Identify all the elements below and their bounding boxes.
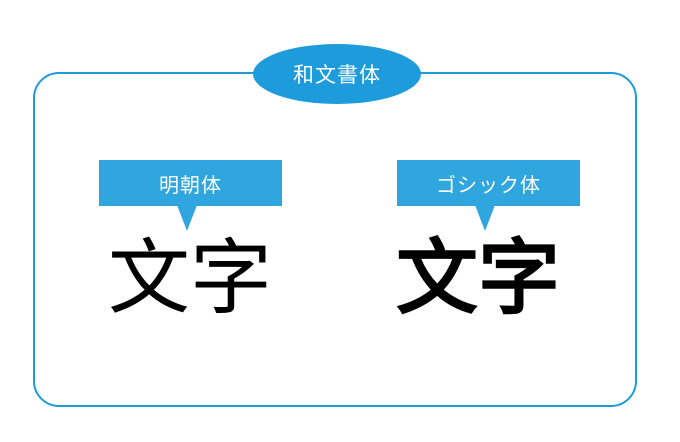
label-gothic: ゴシック体 xyxy=(397,160,580,206)
content-frame xyxy=(33,72,637,407)
sample-mincho: 文字 xyxy=(107,231,272,326)
pointer-gothic xyxy=(475,205,495,231)
title-badge: 和文書体 xyxy=(253,44,421,104)
sample-gothic: 文字 xyxy=(395,231,560,326)
pointer-mincho xyxy=(177,205,197,231)
label-mincho: 明朝体 xyxy=(99,160,282,206)
